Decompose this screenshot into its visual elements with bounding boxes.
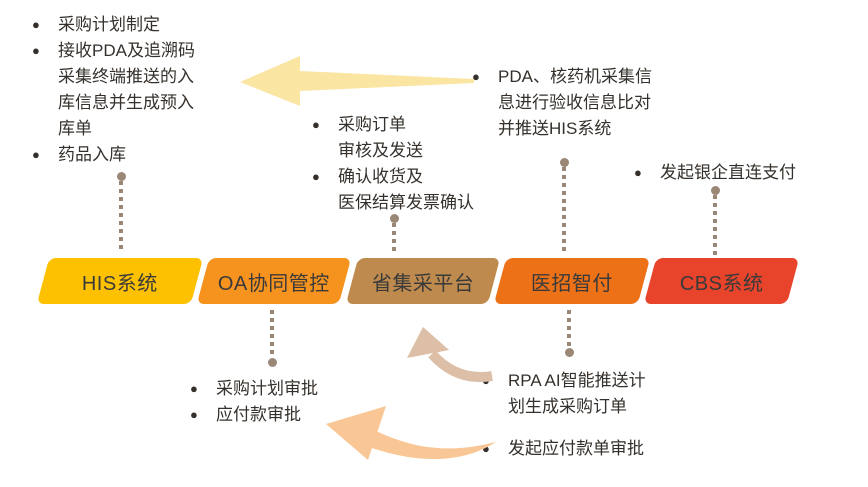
bullet-icon: ● xyxy=(190,381,198,396)
cbs-annotation-list: ● 发起银企直连支付 xyxy=(630,160,850,186)
list-item: ● 接收PDA及追溯码 采集终端推送的入 库信息并生成预入 库单 xyxy=(28,38,238,142)
connector-cbs xyxy=(711,186,720,255)
list-item: ● 采购订单 审核及发送 xyxy=(308,112,518,164)
bullet-icon: ● xyxy=(190,407,198,422)
bullet-icon: ● xyxy=(634,165,642,180)
connector-oa-down xyxy=(268,310,277,367)
list-item: ● 应付款审批 xyxy=(186,402,386,428)
list-item-text: 药品入库 xyxy=(58,145,126,164)
banner-label: OA协同管控 xyxy=(218,272,330,295)
list-item: ● 药品入库 xyxy=(28,142,238,168)
list-item-text: 发起应付款单审批 xyxy=(508,439,644,458)
list-item-text: RPA AI智能推送计 划生成采购订单 xyxy=(508,371,646,416)
payment-annotation-list: ● 发起应付款单审批 xyxy=(478,436,708,462)
connector-his xyxy=(117,172,126,253)
bullet-icon: ● xyxy=(312,169,320,184)
banner-his[interactable]: HIS系统 xyxy=(36,258,204,304)
curved-arrow-up-icon xyxy=(407,327,493,382)
list-item-text: 采购计划审批 xyxy=(216,379,318,398)
bullet-icon: ● xyxy=(32,43,40,58)
list-item: ● 发起应付款单审批 xyxy=(478,436,708,462)
banner-cbs[interactable]: CBS系统 xyxy=(643,258,800,304)
curved-arrow-left-icon xyxy=(326,406,496,460)
his-annotation-list: ● 采购计划制定 ● 接收PDA及追溯码 采集终端推送的入 库信息并生成预入 库… xyxy=(28,12,238,168)
bullet-icon: ● xyxy=(312,117,320,132)
bullet-icon: ● xyxy=(32,17,40,32)
list-item: ● 确认收货及 医保结算发票确认 xyxy=(308,164,518,216)
connector-yizhao xyxy=(560,158,569,255)
list-item: ● RPA AI智能推送计 划生成采购订单 xyxy=(478,368,698,420)
list-item: ● PDA、核药机采集信 息进行验收信息比对 并推送HIS系统 xyxy=(468,64,698,142)
list-item: ● 采购计划审批 xyxy=(186,376,386,402)
left-arrow-icon xyxy=(240,56,474,106)
bullet-icon: ● xyxy=(482,441,490,456)
list-item-text: PDA、核药机采集信 息进行验收信息比对 并推送HIS系统 xyxy=(498,67,652,138)
list-item-text: 采购计划制定 xyxy=(58,15,160,34)
banner-province[interactable]: 省集采平台 xyxy=(345,258,501,304)
list-item-text: 采购订单 审核及发送 xyxy=(338,115,423,160)
banner-oa[interactable]: OA协同管控 xyxy=(196,258,352,304)
rpa-annotation-list: ● RPA AI智能推送计 划生成采购订单 xyxy=(478,368,698,420)
connector-province xyxy=(390,214,399,255)
list-item: ● 采购计划制定 xyxy=(28,12,238,38)
banner-label: 省集采平台 xyxy=(371,272,475,295)
oa-annotation-list: ● 采购计划审批 ● 应付款审批 xyxy=(186,376,386,428)
list-item-text: 确认收货及 医保结算发票确认 xyxy=(338,167,474,212)
bullet-icon: ● xyxy=(472,69,480,84)
bullet-icon: ● xyxy=(32,147,40,162)
banner-label: HIS系统 xyxy=(82,272,158,295)
banner-yizhao[interactable]: 医招智付 xyxy=(493,258,651,304)
list-item: ● 发起银企直连支付 xyxy=(630,160,850,186)
yizhao-annotation-list: ● PDA、核药机采集信 息进行验收信息比对 并推送HIS系统 xyxy=(468,64,698,142)
banner-label: 医招智付 xyxy=(531,272,613,295)
list-item-text: 接收PDA及追溯码 采集终端推送的入 库信息并生成预入 库单 xyxy=(58,41,195,138)
list-item-text: 发起银企直连支付 xyxy=(660,163,796,182)
province-annotation-list: ● 采购订单 审核及发送 ● 确认收货及 医保结算发票确认 xyxy=(308,112,518,216)
list-item-text: 应付款审批 xyxy=(216,405,301,424)
connector-yizhao-down xyxy=(565,310,574,357)
banner-label: CBS系统 xyxy=(679,272,764,295)
